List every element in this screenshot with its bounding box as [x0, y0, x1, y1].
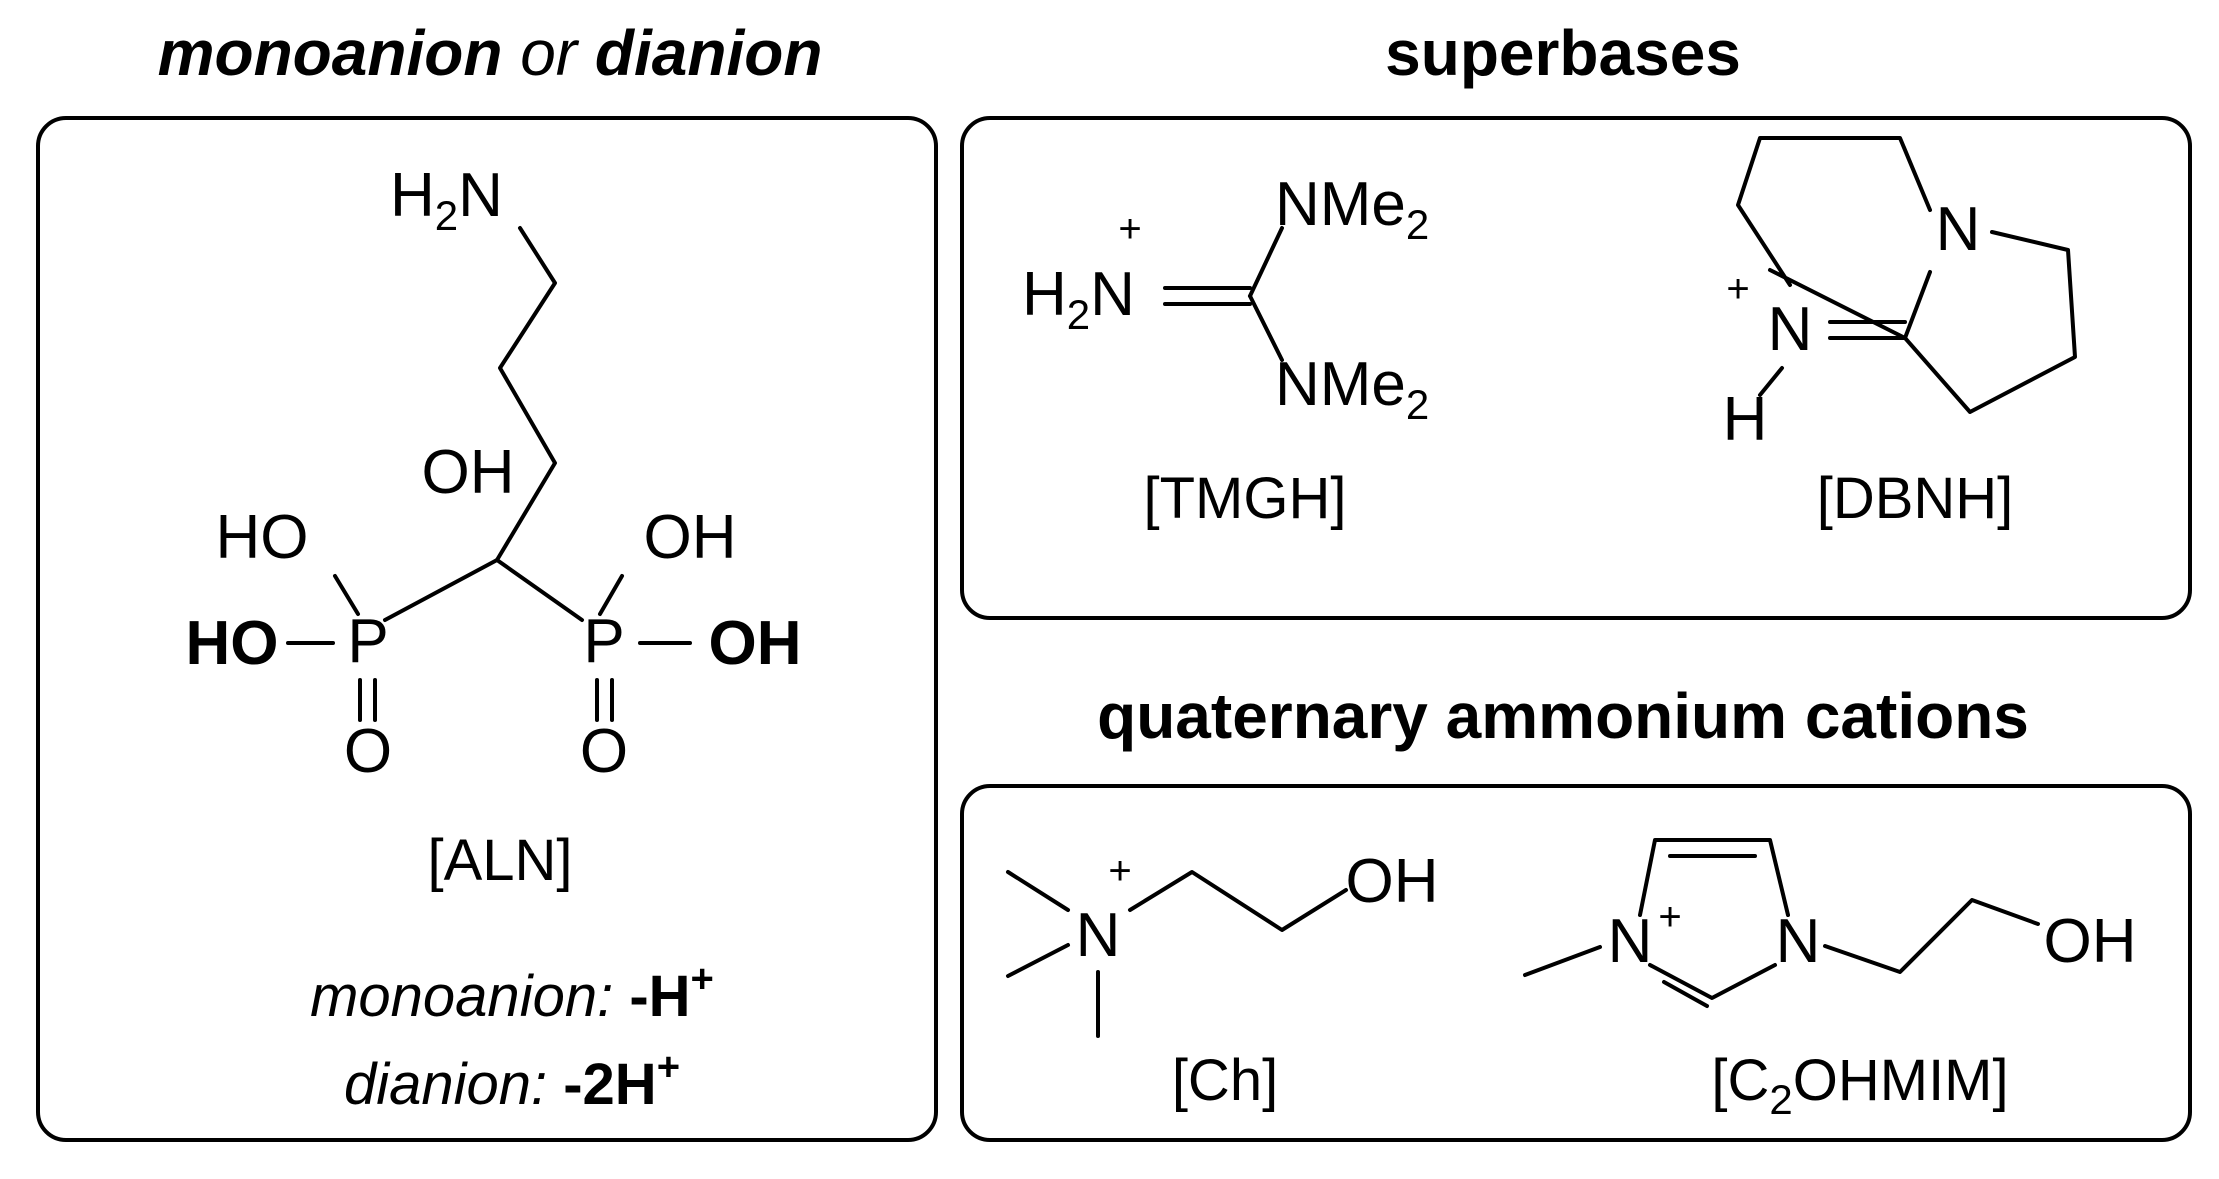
dbnh-n-bridge: N — [1936, 195, 1981, 264]
aln-bond-p-oh-left — [333, 574, 360, 616]
aln-bond-p-oh-right — [598, 574, 624, 616]
aln-p-right: P — [583, 607, 624, 676]
aln-oh-right: OH — [644, 503, 737, 572]
aln-bond-c-p-right — [495, 558, 584, 622]
dbnh-label: [DBNH] — [1817, 466, 2014, 531]
aln-label: [ALN] — [427, 828, 572, 893]
note-dianion: dianion: -2H+ — [344, 1045, 680, 1117]
ch-ethyl-chain — [1128, 870, 1348, 932]
note-monoanion: monoanion: -H+ — [310, 957, 714, 1029]
anion-box — [36, 116, 938, 1142]
ch-oh: OH — [1346, 847, 1439, 916]
heading-quaternary-ammonium: quaternary ammonium cations — [1097, 680, 2029, 752]
dbnh-structure: N + N H [DBNH] — [1723, 136, 2077, 531]
aln-nh2-group: H2N — [390, 161, 503, 239]
dbnh-h: H — [1723, 385, 1768, 454]
ch-n: N — [1076, 901, 1121, 970]
c2ohmim-oh: OH — [2044, 907, 2137, 976]
dbnh-five-ring — [1903, 230, 2077, 414]
tmgh-structure: + H2N NMe2 NMe2 [TMGH] — [1022, 170, 1429, 531]
superbases-box — [960, 116, 2192, 620]
c2ohmim-n: N — [1776, 907, 1821, 976]
ch-plus: + — [1108, 849, 1131, 893]
dbnh-plus: + — [1726, 267, 1749, 311]
tmgh-plus: + — [1118, 207, 1141, 251]
aln-structure: H2N OH HO P HO O OH P OH O [ALN] — [186, 161, 802, 893]
ch-structure: + N OH [Ch] — [1006, 847, 1439, 1113]
c2ohmim-methyl — [1523, 945, 1602, 977]
tmgh-h2n: H2N — [1022, 260, 1135, 338]
aln-o-right: O — [580, 717, 628, 786]
c2ohmim-ring-bottom-double — [1662, 980, 1709, 1008]
c2ohmim-ring-bottom — [1648, 963, 1777, 1000]
aln-alkyl-chain — [495, 226, 557, 562]
heading-anion: monoanion or dianion — [158, 17, 823, 89]
dbnh-six-ring — [1736, 136, 1932, 340]
tmgh-label: [TMGH] — [1144, 466, 1347, 531]
c2ohmim-label: [C2OHMIM] — [1711, 1048, 2008, 1123]
aln-p-left: P — [347, 607, 388, 676]
ch-methyl-1 — [1006, 870, 1070, 912]
quaternary-box — [960, 784, 2192, 1142]
dbnh-n-plus: N — [1768, 295, 1813, 364]
aln-bond-c-p-left — [383, 558, 499, 622]
aln-ho-left: HO — [216, 503, 309, 572]
c2ohmim-ethyl-chain — [1823, 898, 2040, 974]
c2ohmim-plus: + — [1658, 895, 1681, 939]
tmgh-bond-c-nme-top — [1248, 226, 1284, 298]
aln-ho-bold: HO — [186, 609, 279, 678]
tmgh-nme2-bottom: NMe2 — [1275, 350, 1429, 428]
c2ohmim-structure: N + N OH [C2OHMIM] — [1523, 838, 2137, 1123]
heading-superbases: superbases — [1385, 17, 1741, 89]
ch-methyl-2 — [1006, 943, 1070, 978]
aln-oh-bold: OH — [709, 609, 802, 678]
ch-label: [Ch] — [1172, 1048, 1278, 1113]
tmgh-nme2-top: NMe2 — [1275, 170, 1429, 248]
c2ohmim-n-plus: N — [1608, 907, 1653, 976]
aln-o-left: O — [344, 717, 392, 786]
c2ohmim-ring-top — [1638, 838, 1790, 917]
tmgh-bond-c-nme-bottom — [1248, 294, 1284, 362]
aln-oh-top: OH — [422, 438, 515, 507]
dbnh-bond-n-h — [1758, 366, 1784, 397]
